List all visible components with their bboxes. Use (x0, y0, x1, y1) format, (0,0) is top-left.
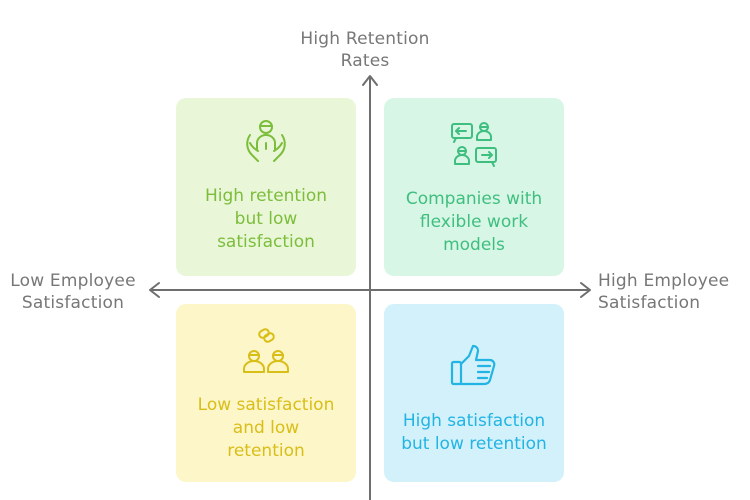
quadrant-top-left-line-2: but low (234, 208, 298, 229)
quadrant-bottom-right: High satisfaction but low retention (384, 304, 564, 482)
quadrant-top-right-text: Companies with flexible work models (406, 188, 542, 257)
axis-label-top-line-2: Rates (340, 51, 390, 71)
collaboration-icon (451, 121, 497, 167)
quadrant-top-right-line-1: Companies with (405, 188, 543, 209)
quadrant-bottom-left-line-2: and low (232, 417, 300, 438)
quadrant-top-left-line-3: satisfaction (217, 231, 315, 252)
axis-label-right-line-2: Satisfaction (598, 293, 701, 313)
quadrant-bottom-left-line-1: Low satisfaction (197, 394, 335, 415)
axis-label-left-line-2: Satisfaction (21, 293, 125, 313)
axis-label-left: Low Employee Satisfaction (2, 270, 144, 314)
thumbs-up-icon (450, 344, 496, 386)
horizontal-axis-left-arrowhead (149, 282, 160, 298)
axis-label-right-line-1: High Employee (598, 271, 730, 291)
vertical-axis-arrowhead (362, 75, 378, 86)
people-link-icon (243, 327, 289, 373)
quadrant-top-left-line-1: High retention (204, 185, 327, 206)
axis-label-top-line-1: High Retention (300, 29, 430, 49)
axis-label-top: High Retention Rates (270, 28, 460, 72)
axis-label-left-line-1: Low Employee (10, 271, 136, 291)
horizontal-axis-right-arrowhead (580, 282, 591, 298)
axis-label-right: High Employee Satisfaction (598, 270, 748, 314)
quadrant-top-right-line-3: models (443, 234, 505, 255)
quadrant-top-left: High retention but low satisfaction (176, 98, 356, 276)
quadrant-bottom-left-text: Low satisfaction and low retention (198, 394, 335, 463)
quadrant-top-right: Companies with flexible work models (384, 98, 564, 276)
quadrant-bottom-left-line-3: retention (227, 440, 305, 461)
quadrant-top-left-text: High retention but low satisfaction (205, 185, 327, 254)
quadrant-bottom-right-line-2: but low retention (401, 434, 547, 454)
quadrant-bottom-right-text: High satisfaction but low retention (401, 410, 547, 456)
quadrant-bottom-right-line-1: High satisfaction (402, 411, 546, 431)
quadrant-bottom-left: Low satisfaction and low retention (176, 304, 356, 482)
quadrant-top-right-line-2: flexible work (419, 211, 529, 232)
care-hands-icon (246, 119, 286, 162)
